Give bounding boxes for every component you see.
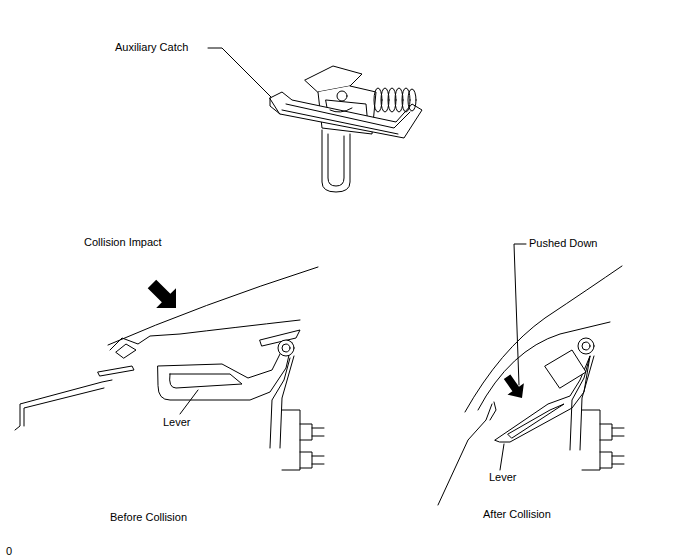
auxiliary-catch-figure bbox=[208, 48, 422, 192]
part-label: Pushed Down bbox=[528, 237, 599, 250]
part-label: Before Collision bbox=[109, 511, 188, 524]
after-collision-figure bbox=[438, 244, 624, 505]
figure-number: 0 bbox=[5, 545, 13, 558]
part-label: After Collision bbox=[482, 508, 552, 521]
part-label: Auxiliary Catch bbox=[114, 41, 189, 54]
before-collision-figure bbox=[15, 267, 324, 470]
part-label: Lever bbox=[162, 416, 192, 429]
part-label: Collision Impact bbox=[83, 236, 163, 249]
part-label: Lever bbox=[488, 471, 518, 484]
